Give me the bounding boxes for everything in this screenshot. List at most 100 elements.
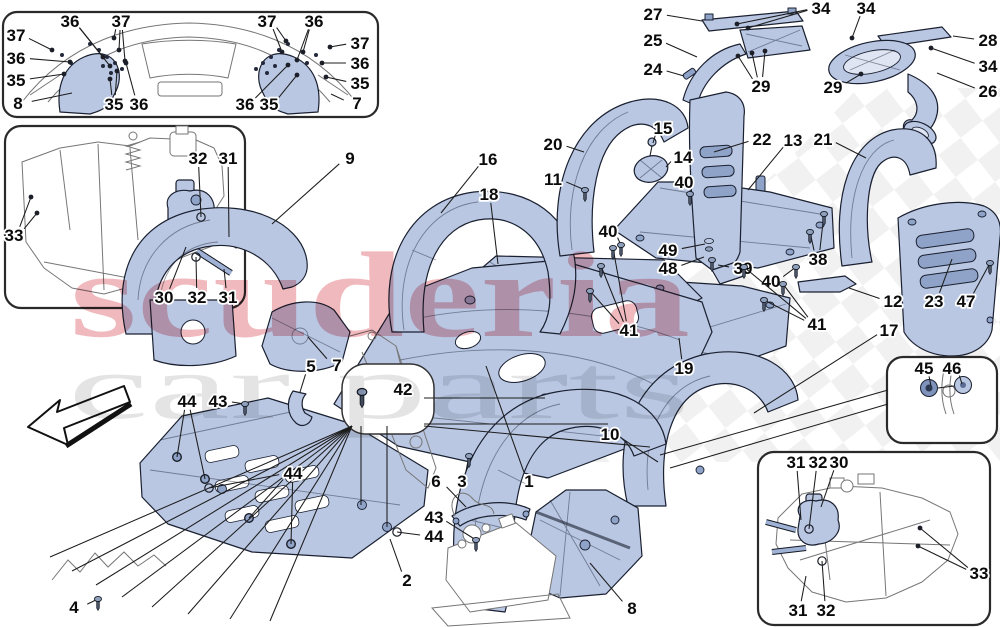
part-number-label[interactable]: 28 xyxy=(977,29,999,52)
part-number-label[interactable]: 37 xyxy=(5,24,27,47)
part-number-label[interactable]: 18 xyxy=(478,183,500,206)
callout-31[interactable]: 31 xyxy=(785,451,807,521)
part-7-bracket[interactable] xyxy=(261,301,351,372)
callout-34[interactable]: 34 xyxy=(734,0,833,31)
part-number-label[interactable]: 11 xyxy=(542,168,563,191)
part-23-vented-panel[interactable] xyxy=(897,201,1000,357)
part-20-rear-wheelhouse-front-left[interactable] xyxy=(556,98,689,257)
callout-33[interactable]: 33 xyxy=(3,194,40,247)
callout-36[interactable]: 36 xyxy=(319,52,371,75)
callout-32[interactable]: 32 xyxy=(187,147,209,222)
callout-45[interactable]: 45 xyxy=(913,357,935,387)
part-number-label[interactable]: 8 xyxy=(12,92,25,115)
part-number-label[interactable]: 6 xyxy=(430,470,443,493)
callout-4[interactable]: 4 xyxy=(68,595,102,619)
callout-14[interactable]: 14 xyxy=(665,146,695,169)
part-number-label[interactable]: 46 xyxy=(941,357,963,380)
part-number-label[interactable]: 32 xyxy=(186,286,208,309)
part-number-label[interactable]: 42 xyxy=(392,378,414,401)
callout-40[interactable]: 40 xyxy=(673,171,695,206)
part-number-label[interactable]: 24 xyxy=(642,58,665,81)
callout-8[interactable]: 8 xyxy=(12,92,73,115)
part-number-label[interactable]: 35 xyxy=(349,72,371,95)
callout-28[interactable]: 28 xyxy=(952,29,999,52)
callout-30[interactable]: 30 xyxy=(153,246,187,309)
callout-41[interactable]: 41 xyxy=(586,244,640,342)
part-number-label[interactable]: 35 xyxy=(103,93,125,116)
part-number-label[interactable]: 7 xyxy=(331,354,344,377)
part-number-label[interactable]: 10 xyxy=(599,423,621,446)
callout-43[interactable]: 43 xyxy=(207,390,249,416)
part-12-bracket[interactable] xyxy=(797,275,857,293)
callout-32[interactable]: 32 xyxy=(815,556,837,622)
part-17-rear-wheelhouse-rear-right[interactable] xyxy=(622,351,799,507)
callout-27[interactable]: 27 xyxy=(642,3,703,26)
callout-47[interactable]: 47 xyxy=(955,259,994,313)
part-number-label[interactable]: 32 xyxy=(187,147,209,170)
part-number-label[interactable]: 45 xyxy=(913,357,935,380)
part-number-label[interactable]: 36 xyxy=(5,47,27,70)
part-number-label[interactable]: 30 xyxy=(828,451,850,474)
part-22-rear-panel-left[interactable] xyxy=(688,91,745,285)
part-number-label[interactable]: 31 xyxy=(787,599,809,622)
part-number-label[interactable]: 7 xyxy=(351,92,364,115)
callout-16[interactable]: 16 xyxy=(440,148,499,214)
callout-32[interactable]: 32 xyxy=(804,451,829,534)
part-26-duct[interactable] xyxy=(825,33,940,149)
part-number-label[interactable]: 36 xyxy=(128,93,150,116)
part-number-label[interactable]: 29 xyxy=(822,76,844,99)
part-21-rear-wheelhouse-front-right[interactable] xyxy=(838,128,937,267)
part-number-label[interactable]: 30 xyxy=(153,286,175,309)
callout-40[interactable]: 40 xyxy=(760,263,800,293)
callout-36[interactable]: 36 xyxy=(59,10,113,69)
part-number-label[interactable]: 22 xyxy=(751,128,773,151)
callout-37[interactable]: 37 xyxy=(110,10,132,64)
part-number-label[interactable]: 31 xyxy=(217,286,239,309)
callout-31[interactable]: 31 xyxy=(217,147,239,238)
part-number-label[interactable]: 41 xyxy=(618,319,640,342)
part-number-label[interactable]: 12 xyxy=(882,290,904,313)
part-number-label[interactable]: 40 xyxy=(760,270,782,293)
callout-1[interactable]: 1 xyxy=(485,365,536,493)
part-16-front-wheelhouse-rear[interactable] xyxy=(388,190,577,335)
part-number-label[interactable]: 33 xyxy=(968,562,990,585)
part-number-label[interactable]: 32 xyxy=(815,599,837,622)
part-number-label[interactable]: 36 xyxy=(303,10,325,33)
part-number-label[interactable]: 1 xyxy=(523,470,536,493)
part-number-label[interactable]: 34 xyxy=(977,55,1000,78)
callout-7[interactable]: 7 xyxy=(307,336,344,377)
callout-21[interactable]: 21 xyxy=(812,128,867,159)
part-number-label[interactable]: 23 xyxy=(923,290,945,313)
callout-34[interactable]: 34 xyxy=(928,45,1000,78)
part-14-cover[interactable] xyxy=(631,152,671,186)
part-number-label[interactable]: 19 xyxy=(673,357,695,380)
callout-12[interactable]: 12 xyxy=(848,287,904,313)
part-45-grommet[interactable] xyxy=(920,379,938,397)
part-number-label[interactable]: 34 xyxy=(810,0,833,20)
part-number-label[interactable]: 15 xyxy=(652,117,674,140)
part-number-label[interactable]: 5 xyxy=(305,355,318,378)
part-number-label[interactable]: 40 xyxy=(597,220,619,243)
part-number-label[interactable]: 43 xyxy=(207,390,229,413)
part-number-label[interactable]: 40 xyxy=(673,171,695,194)
callout-11[interactable]: 11 xyxy=(542,168,589,202)
callout-37[interactable]: 37 xyxy=(256,10,289,55)
callout-36[interactable]: 36 xyxy=(5,47,73,70)
part-number-label[interactable]: 14 xyxy=(672,146,695,169)
part-number-label[interactable]: 21 xyxy=(812,128,834,151)
part-24-spacer[interactable] xyxy=(682,67,697,80)
part-number-label[interactable]: 27 xyxy=(642,3,664,26)
callout-38[interactable]: 38 xyxy=(806,210,829,271)
part-number-label[interactable]: 29 xyxy=(750,75,772,98)
callout-49[interactable]: 49 xyxy=(657,239,706,262)
part-number-label[interactable]: 44 xyxy=(423,525,446,548)
callout-34[interactable]: 34 xyxy=(849,0,878,41)
part-number-label[interactable]: 31 xyxy=(785,451,807,474)
callout-15[interactable]: 15 xyxy=(652,117,674,144)
callout-19[interactable]: 19 xyxy=(673,337,695,380)
callout-46[interactable]: 46 xyxy=(941,357,963,385)
callout-29[interactable]: 29 xyxy=(822,71,864,99)
part-number-label[interactable]: 31 xyxy=(217,147,239,170)
part-number-label[interactable]: 17 xyxy=(878,319,900,342)
callout-35[interactable]: 35 xyxy=(258,72,300,116)
